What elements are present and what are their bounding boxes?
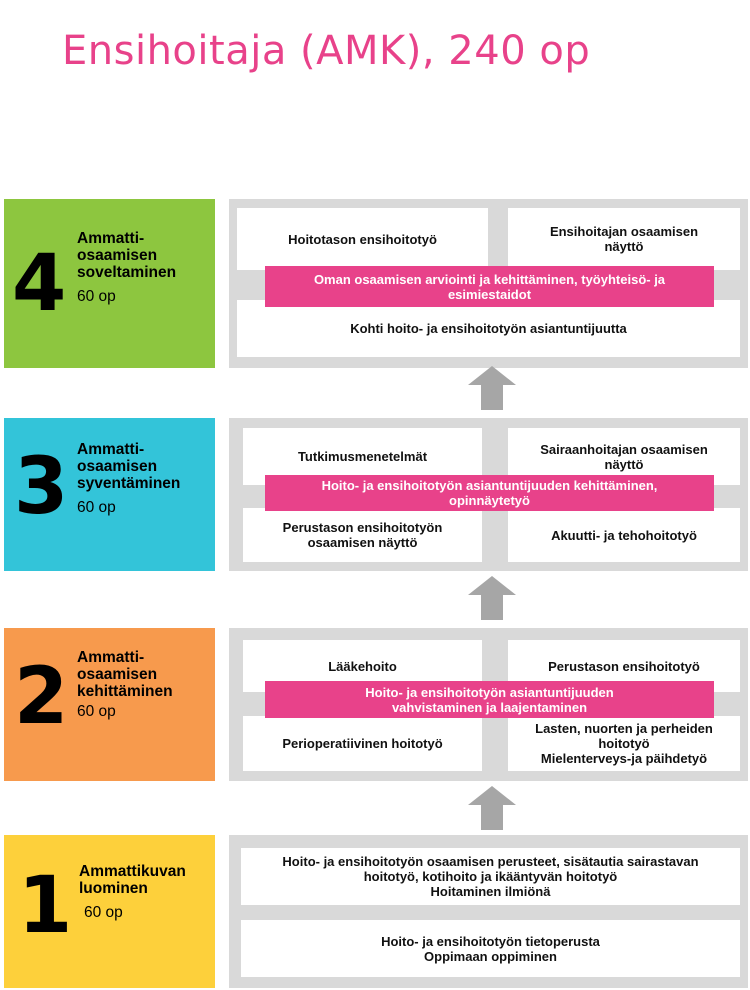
highlight-banner: Hoito- ja ensihoitotyön asiantuntijuuden…: [265, 681, 714, 718]
level-3-block: 3 Ammatti- osaamisen syventäminen 60 op: [4, 418, 215, 571]
level-4-block: 4 Ammatti- osaamisen soveltaminen 60 op: [4, 199, 215, 368]
course-box: Hoito- ja ensihoitotyön osaamisen perust…: [241, 848, 740, 905]
level-number: 4: [12, 239, 67, 329]
course-box: Lasten, nuorten ja perheiden hoitotyö Mi…: [508, 716, 740, 771]
level-number: 3: [14, 442, 69, 532]
page-title: Ensihoitaja (AMK), 240 op: [62, 28, 591, 74]
course-box: Akuutti- ja tehohoitotyö: [508, 508, 740, 562]
level-number: 1: [18, 861, 73, 951]
level-name: Ammatti- osaamisen kehittäminen: [77, 649, 173, 700]
level-name: Ammatti- osaamisen soveltaminen: [77, 230, 177, 281]
up-arrow-icon: [468, 786, 516, 830]
course-box: Kohti hoito- ja ensihoitotyön asiantunti…: [237, 300, 740, 357]
course-box: Hoito- ja ensihoitotyön tietoperusta Opp…: [241, 920, 740, 977]
level-credits: 60 op: [77, 703, 116, 720]
level-name: Ammattikuvan luominen: [79, 863, 186, 897]
level-credits: 60 op: [77, 499, 116, 516]
level-credits: 60 op: [77, 288, 116, 305]
course-box: Ensihoitajan osaamisen näyttö: [508, 208, 740, 270]
course-box: Hoitotason ensihoitotyö: [237, 208, 488, 270]
level-credits: 60 op: [84, 904, 123, 921]
up-arrow-icon: [468, 576, 516, 620]
level-number: 2: [14, 652, 69, 742]
course-box: Perustason ensihoitotyön osaamisen näytt…: [243, 508, 482, 562]
highlight-banner: Hoito- ja ensihoitotyön asiantuntijuuden…: [265, 475, 714, 511]
highlight-banner: Oman osaamisen arviointi ja kehittäminen…: [265, 266, 714, 307]
level-1-block: 1 Ammattikuvan luominen 60 op: [4, 835, 215, 988]
course-box: Perioperatiivinen hoitotyö: [243, 716, 482, 771]
level-2-block: 2 Ammatti- osaamisen kehittäminen 60 op: [4, 628, 215, 781]
level-name: Ammatti- osaamisen syventäminen: [77, 441, 181, 492]
up-arrow-icon: [468, 366, 516, 410]
